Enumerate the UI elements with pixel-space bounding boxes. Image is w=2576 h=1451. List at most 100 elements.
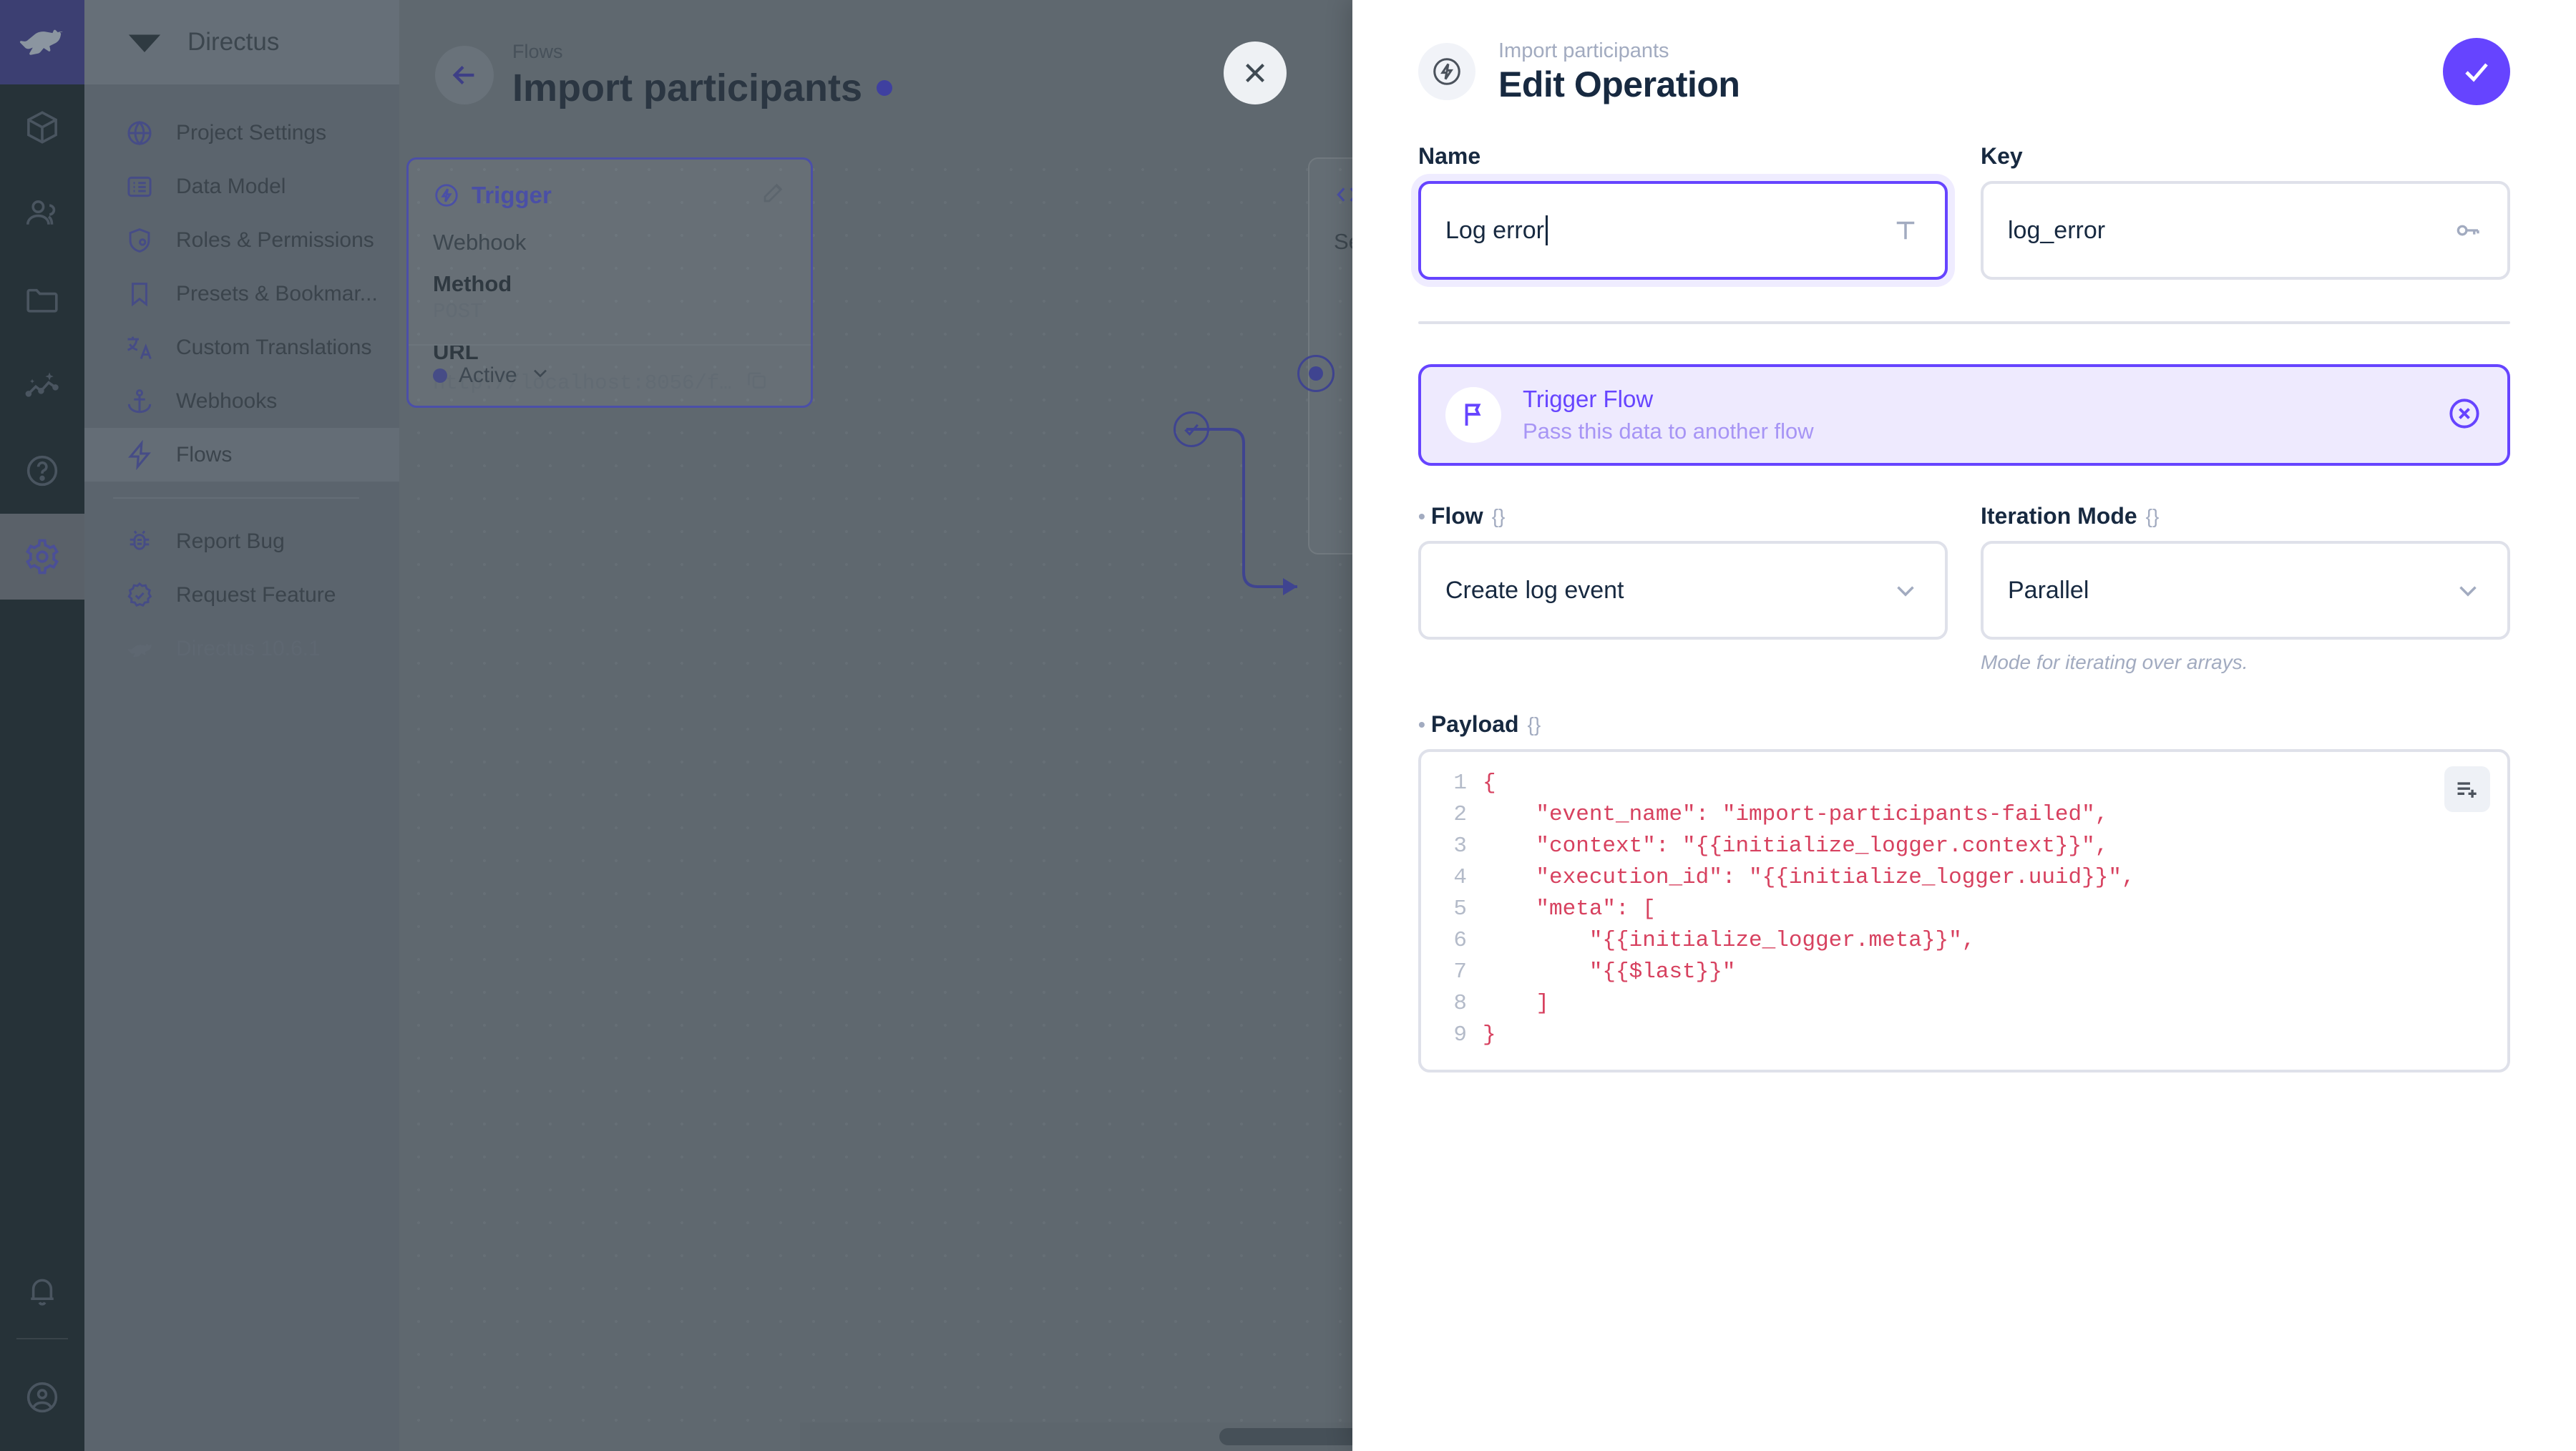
module-divider: [16, 1338, 68, 1339]
key-icon[interactable]: [2453, 215, 2483, 245]
section-divider: [1418, 321, 2510, 324]
line-number: 2: [1453, 802, 1467, 827]
flow-node-trigger[interactable]: Trigger Webhook Method POST URL http://l…: [406, 157, 813, 408]
text-format-icon[interactable]: [1890, 215, 1921, 245]
sidebar-item-report-bug[interactable]: Report Bug: [84, 514, 399, 568]
notifications-icon[interactable]: [0, 1248, 84, 1334]
line-content: "meta": [: [1483, 897, 1656, 922]
sidebar-version: Directus 10.6.1: [84, 622, 399, 675]
copy-icon[interactable]: [745, 368, 769, 399]
required-indicator: •: [1418, 713, 1425, 736]
close-drawer-button[interactable]: [1224, 41, 1287, 104]
iteration-mode-field-group: Iteration Mode {} Parallel Mode for iter…: [1981, 503, 2510, 674]
code-line: 6 "{{initialize_logger.meta}}",: [1421, 925, 2507, 957]
line-number: 6: [1453, 928, 1467, 953]
playlist-add-icon[interactable]: [2444, 766, 2490, 812]
line-content: "{{initialize_logger.meta}}",: [1483, 928, 1976, 953]
chevron-down-icon[interactable]: [2453, 575, 2483, 605]
iteration-mode-label-text: Iteration Mode: [1981, 503, 2137, 529]
module-insights[interactable]: [0, 342, 84, 428]
line-content: "event_name": "import-participants-faile…: [1483, 802, 2109, 827]
iteration-mode-value: Parallel: [2008, 576, 2089, 604]
code-line: 4 "execution_id": "{{initialize_logger.u…: [1421, 862, 2507, 894]
breadcrumb[interactable]: Flows: [512, 40, 563, 62]
line-content: {: [1483, 771, 1496, 796]
line-number: 1: [1453, 771, 1467, 796]
module-content[interactable]: [0, 84, 84, 170]
account-circle-icon[interactable]: [0, 1344, 84, 1451]
flow-node-status[interactable]: Active: [409, 344, 811, 406]
iteration-mode-select[interactable]: Parallel: [1981, 541, 2510, 640]
name-field-group: Name Log error: [1418, 143, 1948, 280]
directus-rabbit-logo-icon[interactable]: [0, 0, 84, 84]
key-label: Key: [1981, 143, 2023, 169]
sidebar-item-request-feature[interactable]: Request Feature: [84, 568, 399, 622]
line-number: 9: [1453, 1022, 1467, 1047]
sidebar-item-roles-permissions[interactable]: Roles & Permissions: [84, 213, 399, 267]
line-content: "execution_id": "{{initialize_logger.uui…: [1483, 865, 2135, 890]
public-globe-icon: [125, 118, 155, 148]
directus-wordmark-icon: [125, 22, 165, 62]
line-content: "{{$last}}": [1483, 959, 1736, 985]
flow-iteration-fields: • Flow {} Create log event Iteration Mod…: [1418, 503, 2510, 674]
field-label-url: URL: [433, 339, 479, 364]
sidebar-item-flows[interactable]: Flows: [84, 428, 399, 482]
code-line: 2 "event_name": "import-participants-fai…: [1421, 799, 2507, 831]
module-user-directory[interactable]: [0, 170, 84, 256]
save-button[interactable]: [2443, 38, 2510, 105]
module-file-library[interactable]: [0, 256, 84, 342]
module-help[interactable]: [0, 428, 84, 514]
payload-braces-icon: {}: [1527, 713, 1541, 736]
operation-type-card[interactable]: Trigger Flow Pass this data to another f…: [1418, 364, 2510, 466]
bug-icon: [125, 527, 155, 557]
sidebar-item-data-model[interactable]: Data Model: [84, 160, 399, 213]
line-number: 8: [1453, 991, 1467, 1016]
key-input-value: log_error: [2008, 216, 2106, 244]
flag-icon: [1445, 387, 1501, 443]
chevron-down-icon[interactable]: [1890, 575, 1921, 605]
sidebar-item-project-settings[interactable]: Project Settings: [84, 106, 399, 160]
sidebar-header: Directus: [84, 0, 399, 84]
status-dot: [877, 79, 893, 96]
line-content: ]: [1483, 991, 1550, 1016]
sidebar-item-custom-translations[interactable]: Custom Translations: [84, 321, 399, 374]
operation-type-description: Pass this data to another flow: [1523, 419, 1814, 444]
operation-type-name: Trigger Flow: [1523, 386, 1654, 412]
iteration-braces-icon: {}: [2145, 504, 2160, 527]
iteration-mode-hint: Mode for iterating over arrays.: [1981, 651, 2248, 673]
sidebar-version-label: Directus 10.6.1: [176, 636, 321, 660]
flow-port-out-trigger[interactable]: [1174, 411, 1209, 447]
chevron-down-icon: [529, 361, 552, 390]
edit-operation-drawer: Import participants Edit Operation Name …: [1352, 0, 2576, 1451]
drawer-header: Import participants Edit Operation: [1418, 0, 2510, 143]
translate-icon: [125, 333, 155, 363]
payload-code-editor[interactable]: 1 { 2 "event_name": "import-participants-…: [1418, 749, 2510, 1073]
payload-label-text: Payload: [1430, 711, 1519, 737]
flow-select[interactable]: Create log event: [1418, 541, 1948, 640]
sidebar-divider: [113, 497, 359, 499]
sidebar-item-label: Data Model: [176, 174, 286, 198]
flow-select-value: Create log event: [1445, 576, 1624, 604]
module-settings[interactable]: [0, 514, 84, 600]
pencil-icon[interactable]: [761, 180, 786, 211]
sidebar-item-label: Report Bug: [176, 529, 285, 553]
sidebar-item-presets-bookmarks[interactable]: Presets & Bookmar...: [84, 267, 399, 321]
nav-sidebar: Directus Project Settings Data Model Rol…: [84, 0, 399, 1451]
module-bar: [0, 0, 84, 1451]
close-circle-icon[interactable]: [2446, 395, 2483, 436]
flow-port-in-run-script-1[interactable]: [1297, 355, 1335, 392]
bolt-circle-icon: [433, 182, 460, 209]
bookmark-icon: [125, 279, 155, 309]
sidebar-item-webhooks[interactable]: Webhooks: [84, 374, 399, 428]
field-value-url: http://localhost:8056/f…: [433, 371, 732, 395]
payload-field-group: • Payload {} 1 { 2 "event_name": "import-…: [1418, 711, 2510, 1073]
line-number: 4: [1453, 865, 1467, 890]
back-button[interactable]: [435, 46, 494, 104]
name-input[interactable]: Log error: [1418, 181, 1948, 280]
key-input[interactable]: log_error: [1981, 181, 2510, 280]
sidebar-items: Project Settings Data Model Roles & Perm…: [84, 84, 399, 675]
code-line: 9}: [1421, 1020, 2507, 1051]
admin-shield-icon: [125, 225, 155, 255]
main-header: Flows Import participants: [399, 0, 2576, 150]
